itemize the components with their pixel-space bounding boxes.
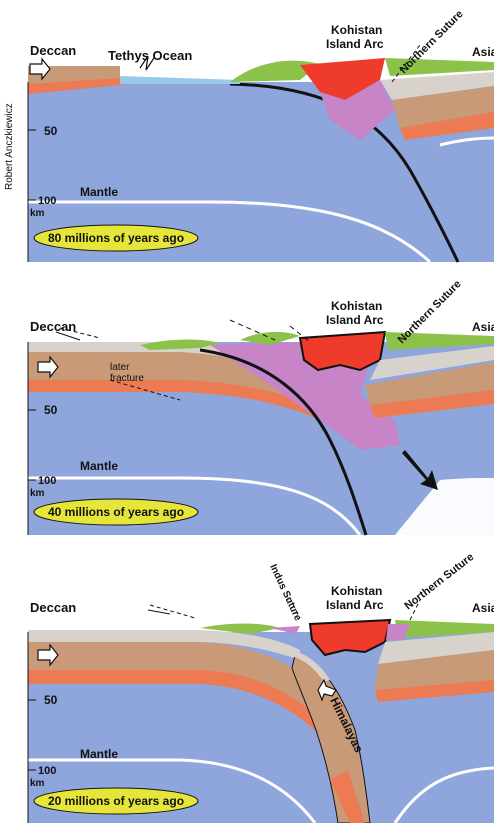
panel-3-asia-label: Asia <box>472 601 494 615</box>
panel-3-arc-label-2: Island Arc <box>326 598 384 612</box>
panel-2-depth-50: 50 <box>44 403 58 417</box>
panel-1-km-label: km <box>30 208 45 219</box>
panel-1-ocean <box>120 76 240 84</box>
panel-1-mantle-label: Mantle <box>80 185 118 199</box>
panel-1-caption: 80 millions of years ago <box>48 231 184 245</box>
panel-1-asia-label: Asia <box>472 45 494 59</box>
panel-3-mantle-label: Mantle <box>80 747 118 761</box>
panel-3-depth-100: 100 <box>38 765 56 777</box>
panel-2-caption: 40 millions of years ago <box>48 505 184 519</box>
panel-3-deccan-label: Deccan <box>30 600 76 615</box>
credit-text: Robert Anczkiewicz <box>4 103 15 190</box>
panel-3-caption: 20 millions of years ago <box>48 794 184 808</box>
panel-2-arc-label-2: Island Arc <box>326 313 384 327</box>
panel-2-arc-label-1: Kohistan <box>331 299 382 313</box>
panel-3-suture-label: Northern Suture <box>402 551 476 612</box>
panel-2-fracture-label-1: later <box>110 362 130 373</box>
panel-2-km-label: km <box>30 488 45 499</box>
panel-3: Deccan Indus Suture Kohistan Island Arc … <box>28 551 494 823</box>
panel-2-asia-label: Asia <box>472 320 494 334</box>
panel-2-arc-red <box>300 332 385 370</box>
panel-1-depth-100: 100 <box>38 195 56 207</box>
panel-2-deccan-label: Deccan <box>30 319 76 334</box>
panel-1-arc-label-2: Island Arc <box>326 37 384 51</box>
panel-2: Deccan later fracture Kohistan Island Ar… <box>28 278 494 535</box>
panel-3-arc-label-1: Kohistan <box>331 584 382 598</box>
panel-1-ocean-label: Tethys Ocean <box>108 48 192 63</box>
panel-1-deccan-label: Deccan <box>30 43 76 58</box>
panel-3-depth-50: 50 <box>44 693 58 707</box>
panel-2-depth-100: 100 <box>38 475 56 487</box>
panel-2-mantle-label: Mantle <box>80 459 118 473</box>
panel-2-fracture-label-2: fracture <box>110 373 144 384</box>
panel-3-indus-label: Indus Suture <box>267 563 303 623</box>
panel-1-arc-label-1: Kohistan <box>331 23 382 37</box>
panel-1: Deccan Tethys Ocean Kohistan Island Arc … <box>28 8 494 262</box>
panel-3-km-label: km <box>30 778 45 789</box>
panel-3-dash-arrow <box>148 610 170 614</box>
panel-1-depth-50: 50 <box>44 124 58 138</box>
